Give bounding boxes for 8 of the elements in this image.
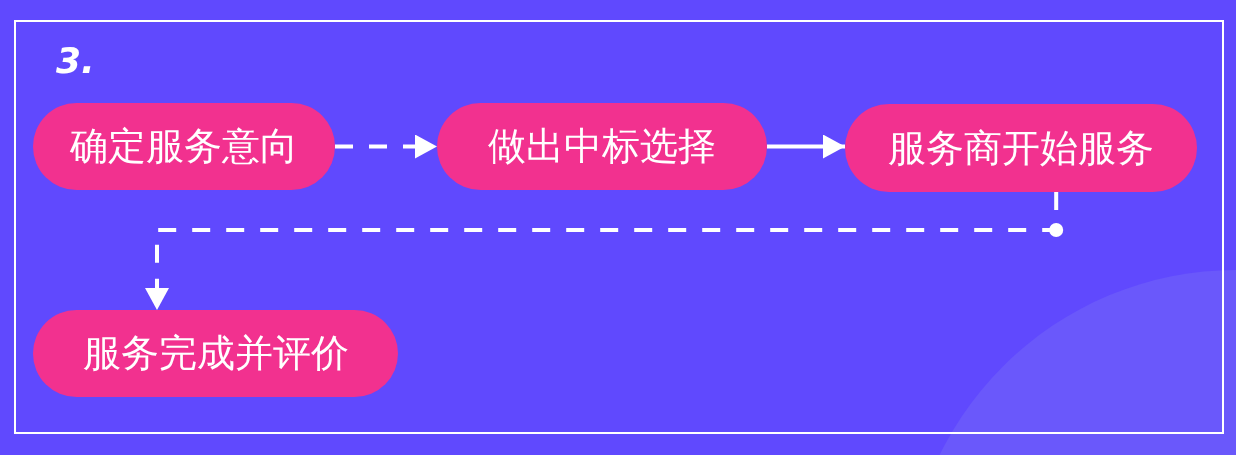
step-text: 确定服务意向 xyxy=(70,123,298,170)
step-text: 服务商开始服务 xyxy=(888,124,1154,172)
step-number: 3. xyxy=(56,40,95,81)
step-text: 服务完成并评价 xyxy=(82,330,349,377)
connector-arrow xyxy=(767,134,845,159)
step-text: 做出中标选择 xyxy=(488,123,716,170)
connector-arrow xyxy=(335,134,437,159)
connector-arrow xyxy=(145,192,1059,310)
